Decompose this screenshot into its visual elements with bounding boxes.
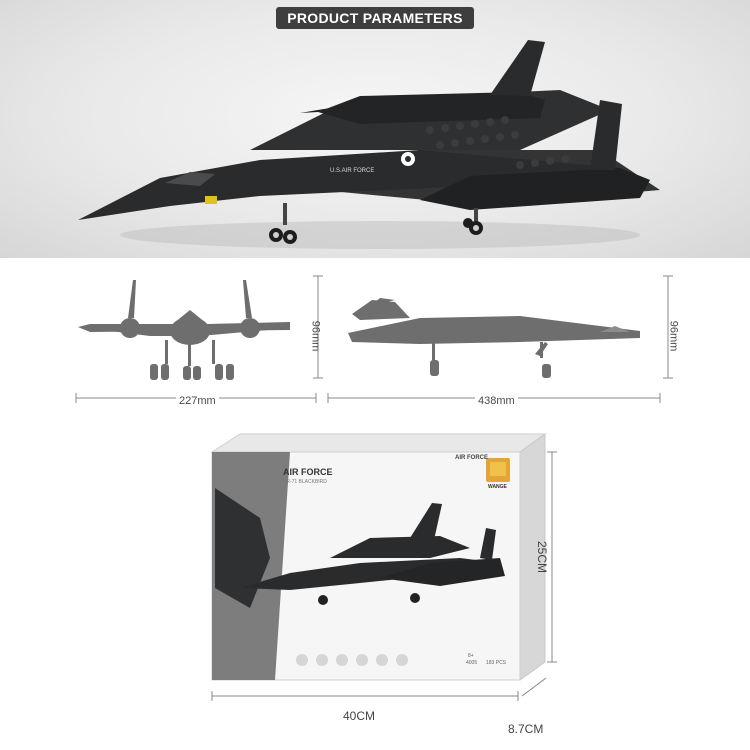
front-height-label: 96mm [309,320,322,352]
box-title: AIR FORCE [283,467,333,477]
side-length-label: 438mm [475,395,518,407]
side-height-dim-line [663,275,673,379]
front-height-dim-line [313,275,323,379]
dimension-section: 96mm 227mm 96mm 438mm AIR FORCE SR-71 BL… [0,258,750,750]
box-depth-label: 8.7CM [508,722,544,736]
side-view-silhouette [348,298,640,378]
hero-panel: U.S.AIR FORCE PRODUCT PARAMETERS [0,0,750,258]
svg-text:U.S.AIR FORCE: U.S.AIR FORCE [330,168,374,174]
box-pieces: 183 PCS [486,660,507,666]
dimension-drawings [75,275,673,701]
box-width-dim-line [211,691,519,701]
front-view-silhouette [78,280,290,380]
box-height-dim-line [547,451,557,663]
box-subtitle: SR-71 BLACKBIRD [283,479,327,485]
product-box [210,433,547,681]
box-age: 8+ [468,653,474,659]
box-height-label: 25CM [535,540,550,574]
jet-model-render: U.S.AIR FORCE [78,40,660,249]
front-width-label: 227mm [176,395,219,407]
box-top-strip-text: AIR FORCE [455,455,488,461]
box-item-no: 4005 [466,660,478,666]
title-badge: PRODUCT PARAMETERS [276,7,474,29]
side-height-label: 96mm [667,320,680,352]
brand-logo-text: WANGE [488,484,507,490]
box-width-label: 40CM [343,709,376,723]
page-title: PRODUCT PARAMETERS [287,10,463,26]
box-depth-dim-line [521,677,547,697]
